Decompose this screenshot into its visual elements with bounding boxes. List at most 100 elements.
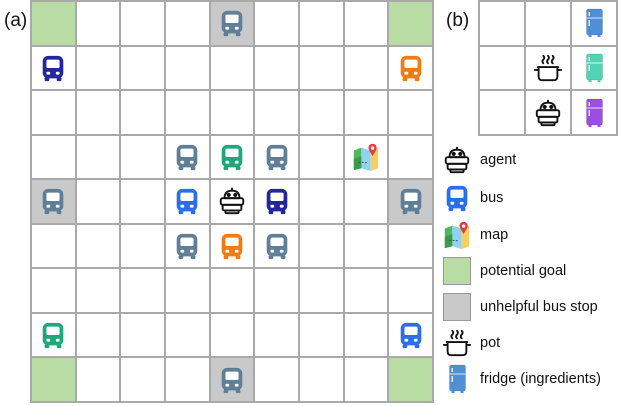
panel-label-b: (b): [446, 10, 470, 31]
bus-blue-icon: [396, 320, 426, 350]
grid-a-cell: [210, 313, 254, 357]
bus-gray-icon: [172, 231, 202, 261]
grid-a-cell: [121, 46, 164, 90]
bus-green-icon: [217, 142, 247, 172]
grid-a-cell: [210, 180, 254, 223]
grid-a-cell: [255, 2, 298, 45]
grid-b-cell: [480, 2, 524, 45]
grid-a-cell: [32, 313, 75, 357]
grid-a-cell: [210, 269, 254, 312]
grid-a-cell: [344, 135, 388, 179]
bus-gray-icon: [217, 365, 247, 395]
grid-a-cell: [255, 46, 298, 90]
bus-gray-icon: [217, 8, 247, 38]
grid-b-cell: [572, 46, 616, 90]
grid-a-cell: [121, 91, 164, 134]
bus-stop-cell: [389, 180, 432, 223]
grid-a-cell: [121, 224, 164, 268]
bus-navy-icon: [262, 186, 292, 216]
grid-a-cell: [76, 46, 120, 90]
grid-b-cell: [572, 2, 616, 45]
legend-item: map: [440, 217, 508, 253]
grid-a-cell: [344, 313, 388, 357]
bus-gray-icon: [262, 231, 292, 261]
grid-a-cell: [76, 91, 120, 134]
grid-a-cell: [344, 91, 388, 134]
bus-stop-cell: [32, 180, 75, 223]
agent-icon: [440, 143, 474, 177]
legend-label: agent: [480, 152, 517, 168]
legend-item: potential goal: [440, 253, 566, 289]
gridworld-b: [478, 0, 618, 136]
grid-a-cell: [166, 224, 209, 268]
grid-a-cell: [255, 358, 298, 401]
map-icon: [351, 142, 381, 172]
grid-a-cell: [121, 313, 164, 357]
grid-a-cell: [166, 358, 209, 401]
bus-gray-icon: [262, 142, 292, 172]
grid-b-cell: [480, 46, 524, 90]
grid-a-cell: [121, 135, 164, 179]
grid-a-cell: [389, 91, 432, 134]
goal-swatch: [440, 254, 474, 288]
legend-label: potential goal: [480, 263, 567, 279]
legend-item: unhelpful bus stop: [440, 289, 598, 325]
grid-a-cell: [76, 224, 120, 268]
agent-icon: [533, 98, 563, 128]
legend-label: bus: [480, 190, 504, 206]
gridworld-a: [30, 0, 434, 403]
grid-a-cell: [166, 269, 209, 312]
grid-a-cell: [76, 2, 120, 45]
grid-a-cell: [166, 91, 209, 134]
grid-a-cell: [389, 224, 432, 268]
fridge-blue-icon: [440, 362, 474, 396]
grid-a-cell: [344, 46, 388, 90]
legend-item: fridge (ingredients): [440, 361, 601, 397]
grid-a-cell: [300, 313, 343, 357]
fridge-blue-icon: [584, 8, 605, 38]
grid-a-cell: [300, 2, 343, 45]
grid-a-cell: [344, 269, 388, 312]
bus-gray-icon: [172, 142, 202, 172]
legend-item: pot: [440, 325, 500, 361]
grid-a-cell: [300, 224, 343, 268]
fridge-purple-icon: [584, 98, 605, 128]
grid-a-cell: [32, 46, 75, 90]
bus-gray-icon: [38, 186, 68, 216]
goal-cell: [32, 358, 75, 401]
bus-orange-icon: [217, 231, 247, 261]
grid-a-cell: [344, 2, 388, 45]
grid-a-cell: [389, 46, 432, 90]
grid-a-cell: [255, 313, 298, 357]
grid-a-cell: [32, 135, 75, 179]
grid-a-cell: [76, 269, 120, 312]
grid-a-cell: [255, 224, 298, 268]
grid-a-cell: [121, 269, 164, 312]
agent-icon: [217, 186, 247, 216]
fridge-teal-icon: [584, 53, 605, 83]
grid-a-cell: [32, 91, 75, 134]
pot-icon: [440, 326, 474, 360]
grid-b-cell: [480, 91, 524, 134]
grid-a-cell: [76, 135, 120, 179]
grid-a-cell: [166, 180, 209, 223]
grid-a-cell: [121, 2, 164, 45]
grid-a-cell: [344, 358, 388, 401]
legend-label: fridge (ingredients): [480, 371, 601, 387]
bus-gray-icon: [396, 186, 426, 216]
grid-a-cell: [344, 224, 388, 268]
bus-orange-icon: [396, 53, 426, 83]
grid-a-cell: [389, 135, 432, 179]
bus-stop-cell: [210, 2, 254, 45]
grid-a-cell: [76, 358, 120, 401]
grid-a-cell: [300, 180, 343, 223]
bus-green-icon: [38, 320, 68, 350]
grid-a-cell: [121, 358, 164, 401]
grid-a-cell: [300, 358, 343, 401]
map-icon: [440, 218, 474, 252]
grid-b-cell: [526, 46, 570, 90]
grid-a-cell: [166, 313, 209, 357]
bus-stop-cell: [210, 358, 254, 401]
stop-swatch: [440, 290, 474, 324]
grid-a-cell: [300, 46, 343, 90]
